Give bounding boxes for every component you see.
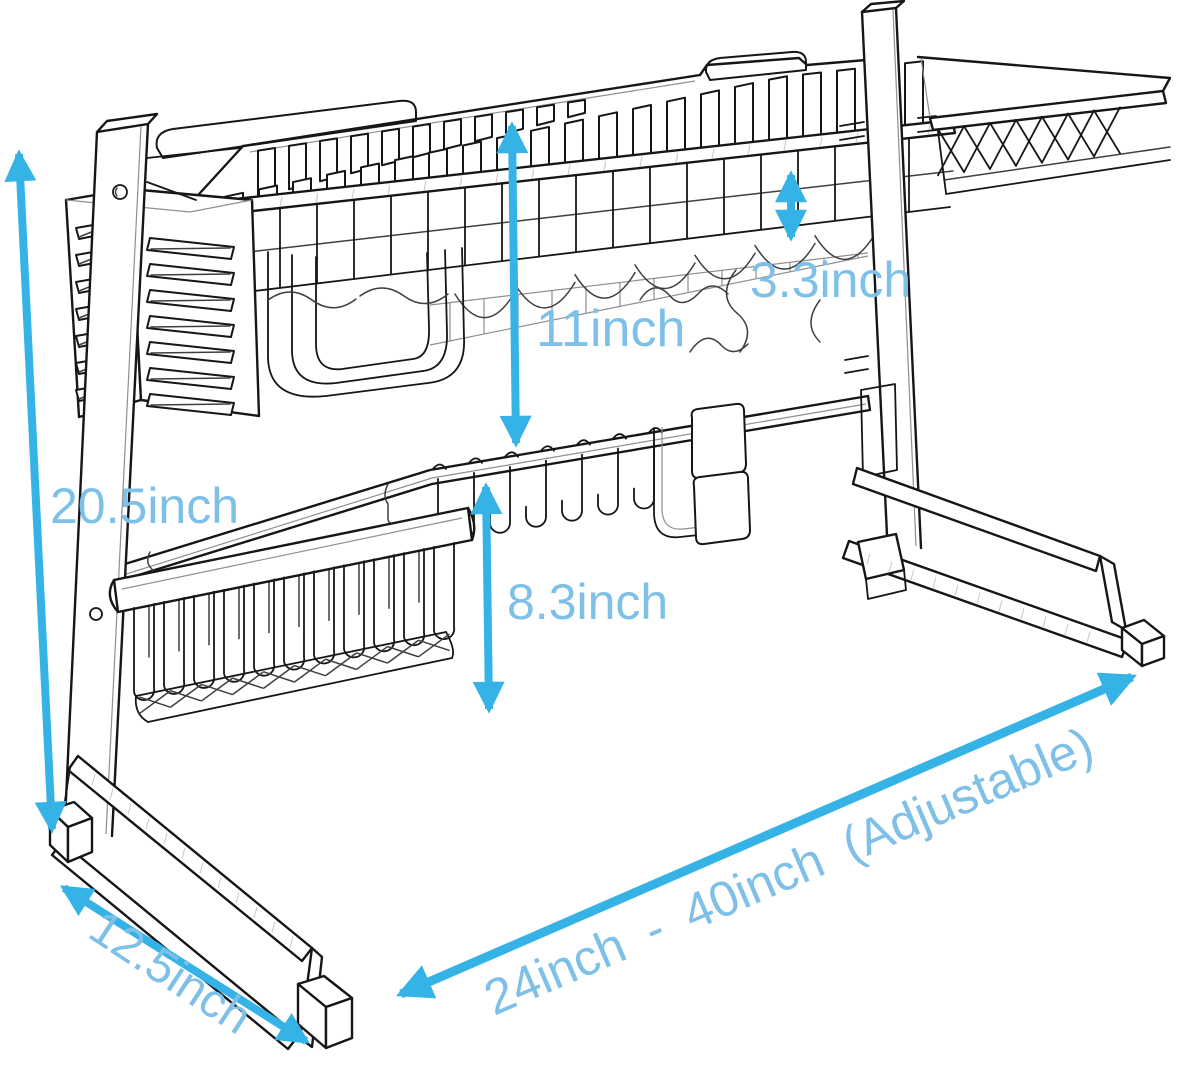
drain-tray: [155, 99, 417, 159]
rear-right-post: [839, 0, 937, 558]
top-shelf-basket: [155, 50, 957, 298]
handle-tray: [704, 50, 807, 81]
dimension-arrow-hook-clearance: [470, 482, 505, 714]
cutlery-basket-rim: [928, 89, 1168, 132]
screw-icon: [89, 607, 103, 621]
dimension-label-adjustable-width: 24inch - 40inch (Adjustable): [476, 716, 1101, 1026]
right-side-base: [841, 383, 1166, 668]
dimension-label-overall-height: 20.5inch: [50, 478, 239, 534]
cutlery-basket: [916, 55, 1172, 195]
dimension-label-upper-clearance: 11inch: [536, 300, 685, 358]
left-post: [62, 112, 241, 844]
plate-divider-slats-back: [257, 98, 586, 199]
lower-wire-basket: [108, 483, 476, 723]
dimension-arrow-adjustable-width: [396, 672, 1137, 999]
cup-rack-curves: [267, 247, 465, 398]
dimension-label-base-depth: 12.5inch: [80, 901, 261, 1045]
dimension-arrows: [4, 121, 1137, 1045]
right-foot: [1120, 618, 1166, 668]
dimension-arrow-overall-height: [4, 149, 67, 834]
board-holder: [690, 402, 751, 546]
dimension-arrow-upper-clearance: [496, 121, 532, 448]
dimension-label-basket-depth: 3.3inch: [750, 252, 911, 308]
screw-icon: [112, 184, 128, 200]
dimension-arrow-base-depth: [59, 884, 311, 1045]
dimension-label-hook-clearance: 8.3inch: [507, 574, 668, 630]
